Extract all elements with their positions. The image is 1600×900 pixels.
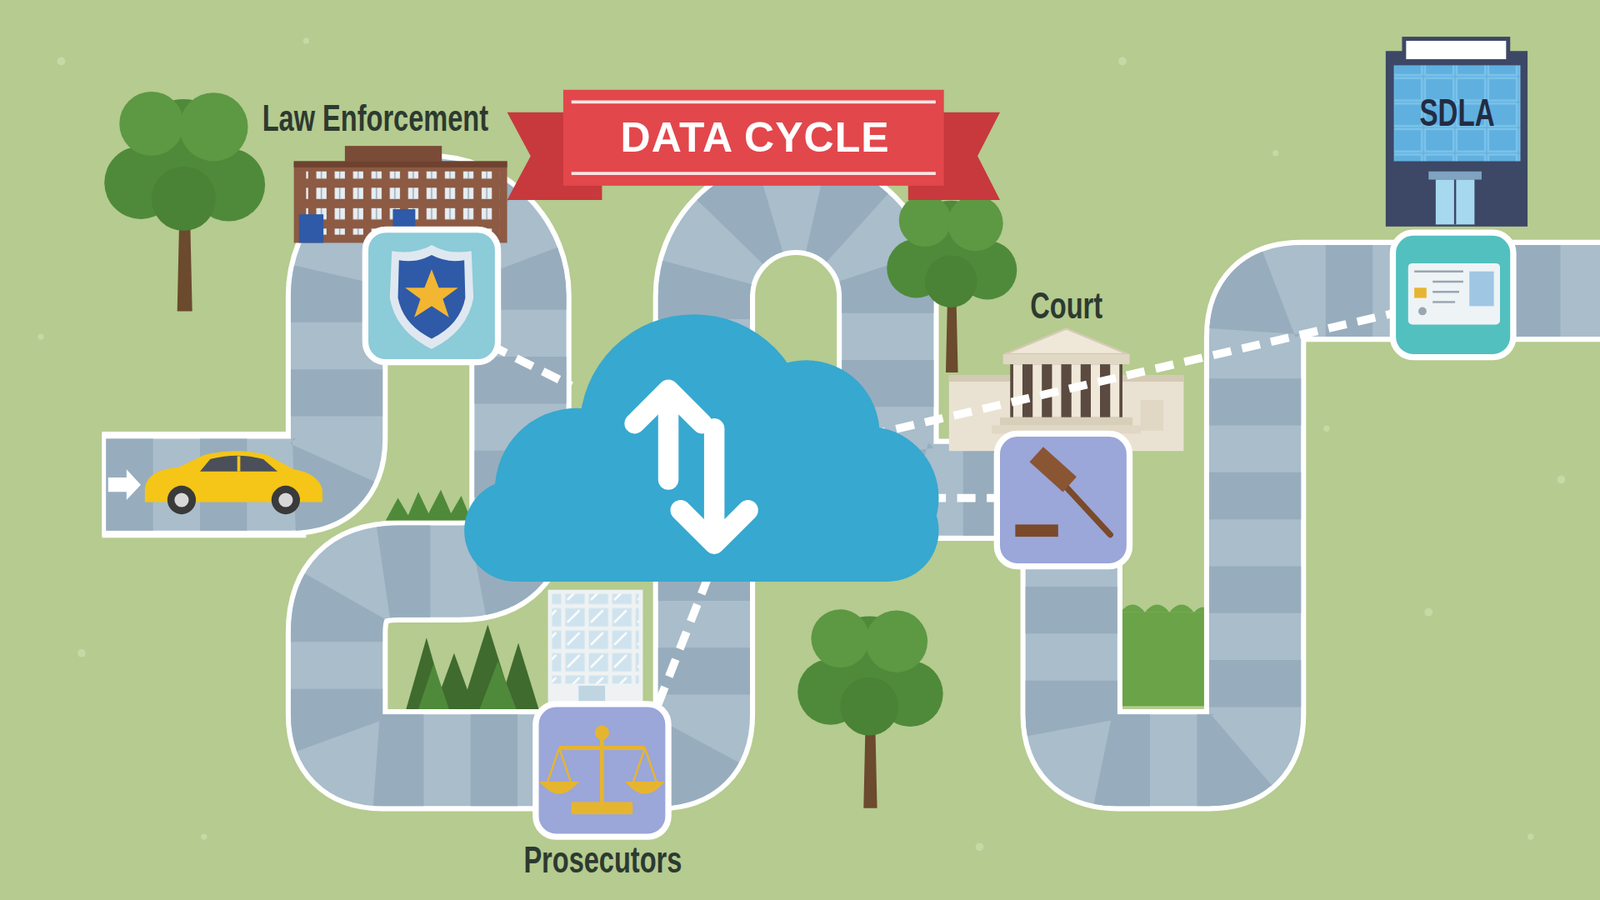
car [108, 450, 323, 515]
data-link [490, 312, 1399, 705]
icon-tile-ground [365, 230, 1514, 838]
shield-icon [390, 245, 474, 350]
title: DATA CYCLE [620, 115, 890, 161]
hedge [1120, 605, 1208, 707]
icon-tile: Court [996, 433, 1130, 566]
icon-tile: Law Enforcement [365, 230, 498, 363]
tree [104, 91, 265, 312]
heading: Prosecutors [524, 840, 683, 880]
pine-trees [405, 624, 539, 710]
tree [797, 609, 943, 808]
sdla-building [1385, 39, 1528, 227]
scales-icon [544, 727, 661, 813]
icon-tile: Prosecutors [535, 704, 669, 837]
heading: Law Enforcement [262, 98, 489, 139]
sync-arrows [635, 390, 749, 545]
sign-text: SDLA [1420, 91, 1495, 135]
gavel-icon [1015, 446, 1110, 537]
license-card-icon [1408, 263, 1500, 325]
tree [886, 195, 1017, 373]
office-building [548, 590, 644, 707]
heading: Court [1030, 285, 1103, 326]
cloud [464, 314, 939, 582]
title-banner [507, 90, 1000, 200]
building-sign: SDLA [1394, 65, 1521, 161]
